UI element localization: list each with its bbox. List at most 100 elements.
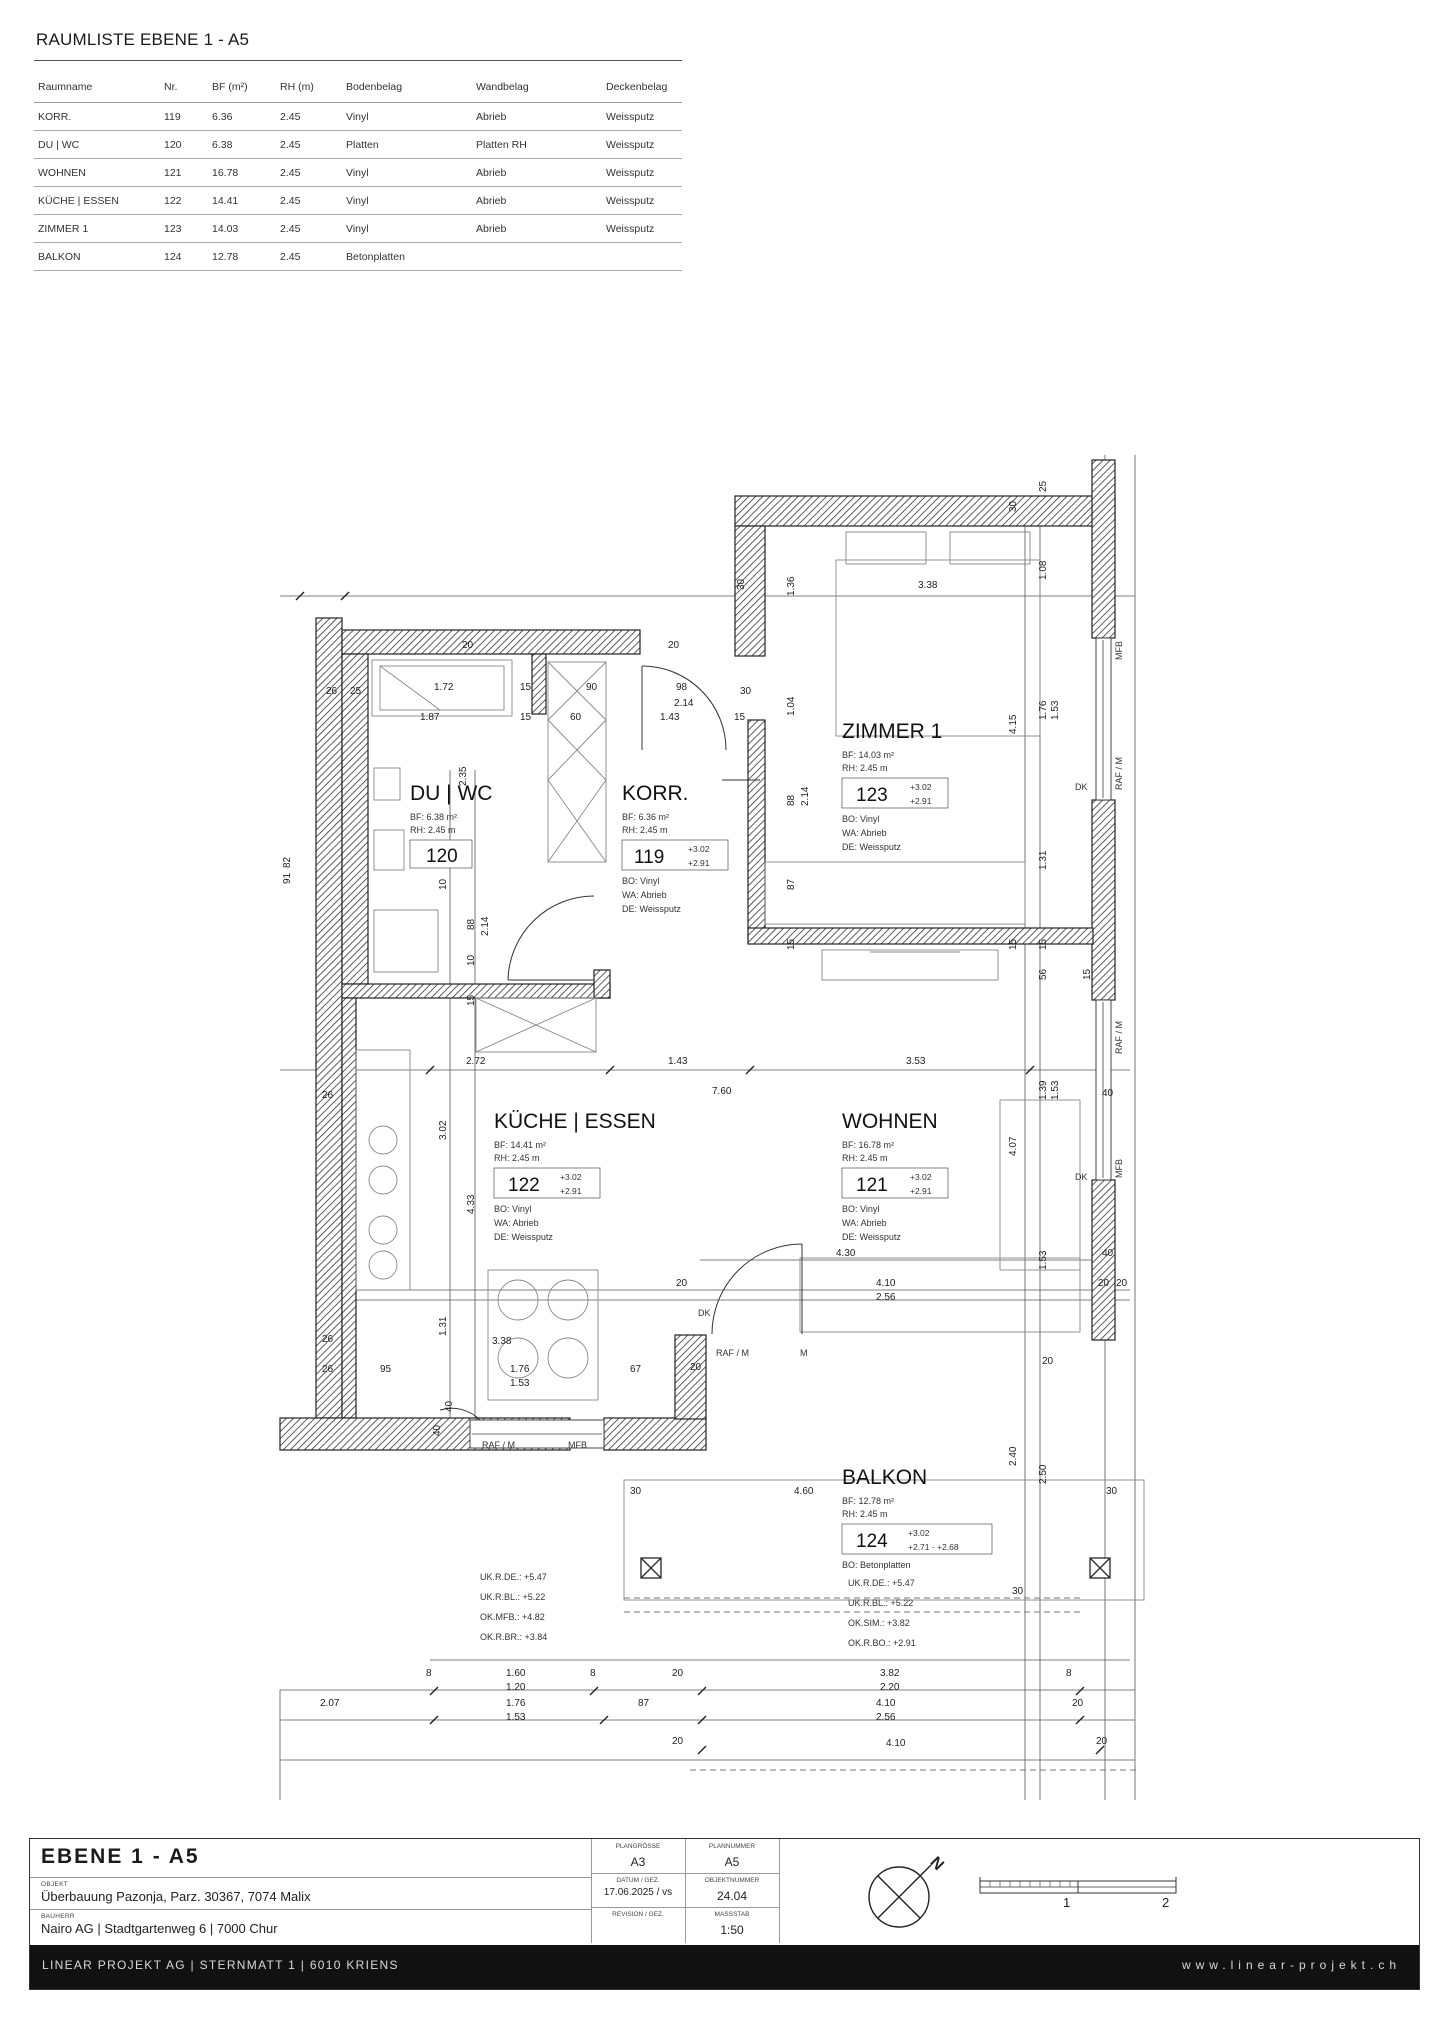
window-glazing bbox=[472, 640, 1104, 1435]
table-cell: KÜCHE | ESSEN bbox=[34, 186, 160, 215]
fixtures bbox=[355, 531, 1145, 1601]
window-type-label: MFB bbox=[1114, 1159, 1124, 1178]
dimension-label: 15 bbox=[520, 682, 532, 693]
dimension-label: 1.60 bbox=[506, 1668, 526, 1679]
dimension-label: 20 bbox=[1098, 1278, 1110, 1289]
dimension-label: 1.31 bbox=[438, 1316, 449, 1336]
table-cell: KORR. bbox=[34, 102, 160, 131]
dimension-label: 20 bbox=[668, 640, 680, 651]
dimension-label: 1.53 bbox=[510, 1378, 530, 1389]
scale-bar: 1 2 bbox=[979, 1877, 1177, 1910]
table-cell: Weissputz bbox=[602, 102, 682, 131]
room-list-title: RAUMLISTE EBENE 1 - A5 bbox=[36, 30, 250, 49]
table-cell: Abrieb bbox=[472, 102, 602, 131]
table-cell: Weissputz bbox=[602, 214, 682, 243]
doors bbox=[439, 665, 803, 1421]
dimension-label: 40 bbox=[444, 1400, 455, 1412]
object-value: Überbauung Pazonja, Parz. 30367, 7074 Ma… bbox=[41, 1889, 311, 1904]
table-cell: Vinyl bbox=[342, 102, 472, 131]
window-type-label: RAF / M bbox=[1114, 1021, 1124, 1054]
dimension-label: 1.76 bbox=[1038, 700, 1049, 720]
room-wall-korr: WA: Abrieb bbox=[622, 890, 667, 900]
dimension-label: 4.33 bbox=[466, 1194, 477, 1214]
column-header: BF (m²) bbox=[208, 60, 276, 103]
dimension-label: 1.76 bbox=[506, 1698, 526, 1709]
dimension-label: 1.53 bbox=[1050, 700, 1061, 720]
room-bf-zimmer: BF: 14.03 m² bbox=[842, 750, 894, 760]
scale-mark: 1 bbox=[1063, 1895, 1070, 1910]
room-number-box bbox=[841, 1167, 949, 1199]
column-header: Raumname bbox=[34, 60, 160, 103]
dimension-label: 40 bbox=[432, 1424, 443, 1436]
plan-title: EBENE 1 - A5 bbox=[41, 1845, 200, 1868]
plan-size-value: A3 bbox=[630, 1855, 646, 1869]
room-number-box bbox=[841, 1523, 993, 1555]
dimension-label: 20 bbox=[672, 1736, 684, 1747]
table-cell: 6.36 bbox=[208, 102, 276, 131]
room-bf-duwc: BF: 6.38 m² bbox=[410, 812, 457, 822]
room-number-korr: 119 bbox=[634, 847, 664, 868]
table-row: WOHNEN 121 16.78 2.45 Vinyl Abrieb Weiss… bbox=[34, 158, 682, 187]
room-rh-duwc: RH: 2.45 m bbox=[410, 825, 456, 835]
dimension-label: 8 bbox=[590, 1668, 596, 1679]
table-cell: Weissputz bbox=[602, 130, 682, 159]
level-note: UK.R.DE.: +5.47 bbox=[848, 1578, 915, 1588]
dimension-label: 1.53 bbox=[506, 1712, 526, 1723]
window-type-label: RAF / M bbox=[482, 1440, 515, 1450]
table-cell: Vinyl bbox=[342, 186, 472, 215]
dimension-label: 26 bbox=[322, 1334, 334, 1345]
divider bbox=[30, 1909, 591, 1910]
dimension-label: 20 bbox=[1096, 1736, 1108, 1747]
date-value: 17.06.2025 / vs bbox=[603, 1887, 673, 1898]
dimension-label: 15 bbox=[520, 712, 532, 723]
dimension-label: 1.76 bbox=[510, 1364, 530, 1375]
dimension-label: 20 bbox=[1116, 1278, 1128, 1289]
window-type-label: M bbox=[800, 1348, 808, 1358]
room-floor-balkon: BO: Betonplatten bbox=[842, 1560, 911, 1570]
divider bbox=[591, 1907, 779, 1908]
room-number-box bbox=[493, 1167, 601, 1199]
room-ceiling-kueche: DE: Weissputz bbox=[494, 1232, 553, 1242]
hidden-lines bbox=[624, 1597, 1140, 1771]
table-cell: 2.45 bbox=[276, 242, 342, 271]
level-top-kueche: +3.02 bbox=[560, 1172, 582, 1182]
north-arrow-icon: N bbox=[868, 1854, 947, 1928]
room-rh-wohnen: RH: 2.45 m bbox=[842, 1153, 888, 1163]
room-number-box bbox=[409, 839, 473, 869]
table-cell bbox=[602, 242, 682, 271]
client-label: BAUHERR bbox=[41, 1913, 75, 1920]
table-cell: 119 bbox=[160, 102, 208, 131]
dimension-label: 20 bbox=[676, 1278, 688, 1289]
room-name-korr: KORR. bbox=[622, 782, 689, 805]
windows bbox=[469, 637, 1112, 1449]
table-cell: Abrieb bbox=[472, 158, 602, 187]
title-block: EBENE 1 - A5 OBJEKT Überbauung Pazonja, … bbox=[29, 1838, 1420, 1990]
scale-mark: 2 bbox=[1162, 1895, 1169, 1910]
room-floor-korr: BO: Vinyl bbox=[622, 876, 659, 886]
dimension-label: 3.53 bbox=[906, 1056, 926, 1067]
dimension-label: 20 bbox=[690, 1362, 702, 1373]
dimension-label: 30 bbox=[736, 578, 747, 590]
table-row: DU | WC 120 6.38 2.45 Platten Platten RH… bbox=[34, 130, 682, 159]
dimension-label: 26 bbox=[322, 1364, 334, 1375]
table-cell: WOHNEN bbox=[34, 158, 160, 187]
table-cell: 12.78 bbox=[208, 242, 276, 271]
plan-size-label: PLANGRÖSSE bbox=[615, 1843, 661, 1850]
window-type-label: DK bbox=[1075, 782, 1088, 792]
table-cell: 123 bbox=[160, 214, 208, 243]
plan-number-label: PLANNUMMER bbox=[708, 1843, 756, 1850]
level-top-wohnen: +3.02 bbox=[910, 1172, 932, 1182]
table-cell: 120 bbox=[160, 130, 208, 159]
room-number-duwc: 120 bbox=[426, 846, 458, 867]
room-name-kueche: KÜCHE | ESSEN bbox=[494, 1110, 656, 1133]
window-type-label: MFB bbox=[1114, 641, 1124, 660]
dimension-label: 4.07 bbox=[1008, 1136, 1019, 1156]
table-cell: Weissputz bbox=[602, 186, 682, 215]
dimension-label: 3.38 bbox=[918, 580, 938, 591]
table-cell: 122 bbox=[160, 186, 208, 215]
table-cell: 2.45 bbox=[276, 158, 342, 187]
level-note: UK.R.BL.: +5.22 bbox=[848, 1598, 913, 1608]
north-label: N bbox=[927, 1854, 947, 1874]
dimension-label: 4.60 bbox=[794, 1486, 814, 1497]
room-rh-kueche: RH: 2.45 m bbox=[494, 1153, 540, 1163]
